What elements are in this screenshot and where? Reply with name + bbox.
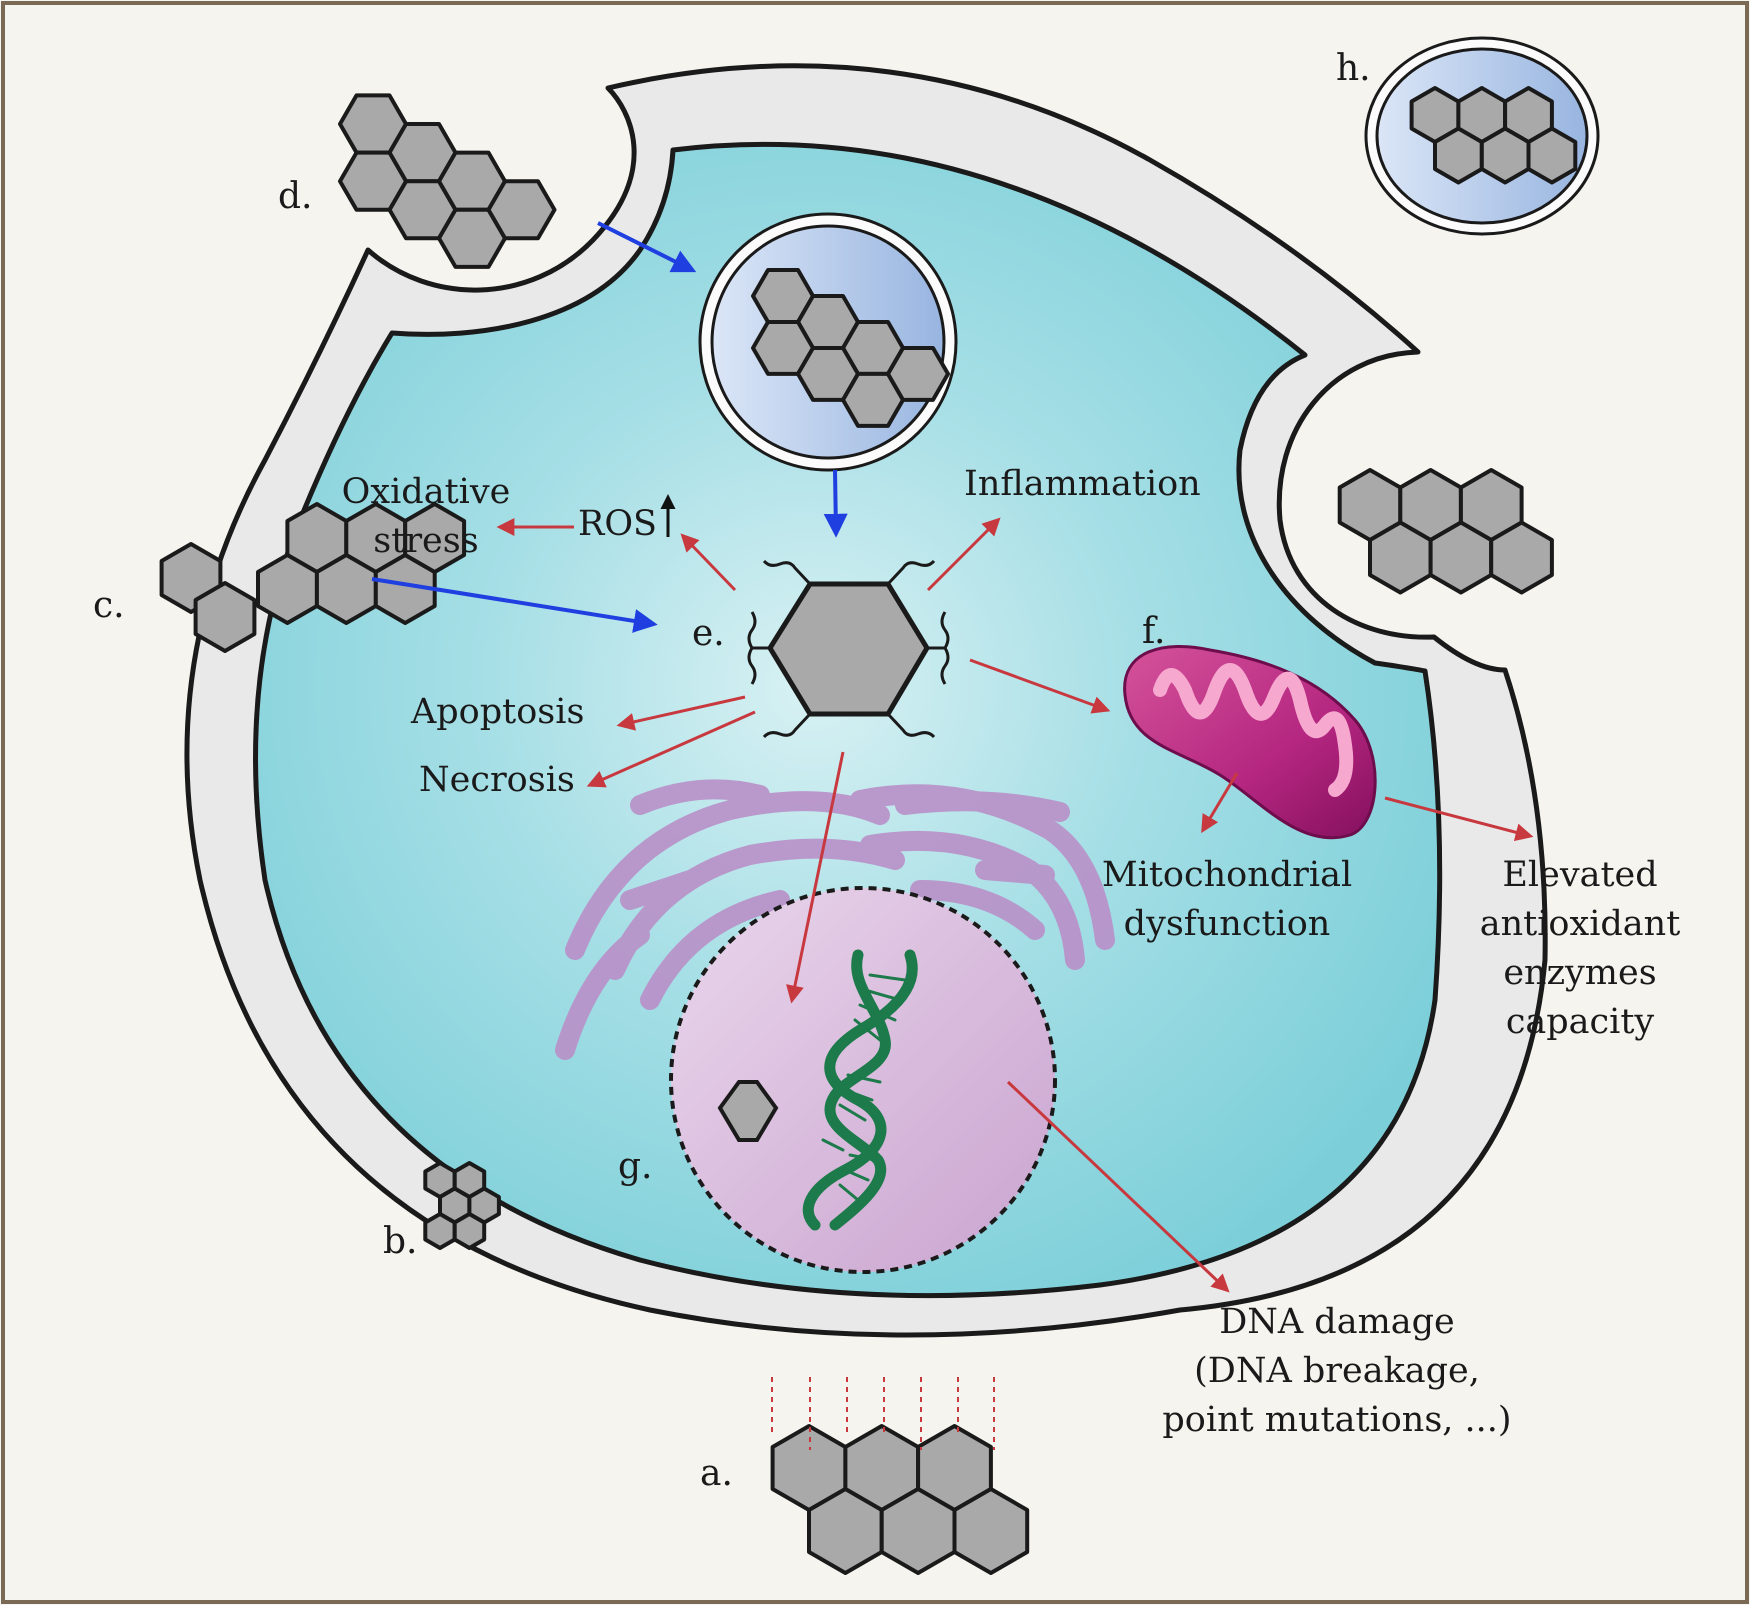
nucleus-arrow bbox=[786, 751, 845, 1004]
nanoparticle-cluster-h bbox=[1526, 126, 1578, 185]
nanoparticle-cluster-exit bbox=[1428, 520, 1494, 595]
oxidative-stress-text-2: stress bbox=[373, 521, 478, 561]
golgi-apparatus bbox=[555, 779, 1115, 1060]
vesicle-release-arrow bbox=[823, 469, 848, 538]
labels: a. b. c. d. e. f. g. h. Oxidative stress… bbox=[93, 48, 1680, 1494]
inflammation-text: Inflammation bbox=[964, 464, 1201, 504]
label-g: g. bbox=[618, 1146, 653, 1187]
dna-damage-arrow bbox=[1006, 1080, 1230, 1293]
nanoparticle-cluster-c bbox=[256, 553, 319, 625]
label-a: a. bbox=[700, 1453, 733, 1494]
nanoparticle-cluster-d bbox=[486, 179, 557, 241]
dna-damage-text-1: DNA damage bbox=[1219, 1302, 1455, 1342]
label-e: e. bbox=[692, 613, 725, 654]
nanoparticle-cluster-b bbox=[423, 1212, 457, 1250]
label-b: b. bbox=[383, 1221, 418, 1262]
nanoparticle-cluster-d bbox=[338, 150, 408, 212]
antioxidant-text-2: antioxidant bbox=[1480, 904, 1681, 944]
apoptosis-text: Apoptosis bbox=[410, 692, 584, 732]
nanoparticle-cluster-a bbox=[952, 1487, 1030, 1575]
antioxidant-arrow bbox=[1384, 796, 1534, 842]
adhesion-lines bbox=[771, 1377, 995, 1450]
nanoparticle-cluster-c bbox=[193, 581, 257, 653]
label-d: d. bbox=[278, 176, 313, 217]
inflammation-arrow bbox=[926, 517, 1001, 592]
apoptosis-arrow bbox=[616, 695, 746, 731]
oxidative-stress-text-1: Oxidative bbox=[342, 472, 511, 512]
nanoparticle-cluster-b bbox=[452, 1212, 487, 1250]
mito-dysfunction-arrow bbox=[1201, 772, 1239, 834]
mito-dysfunction-text-2: dysfunction bbox=[1124, 904, 1331, 944]
uptake-arrows bbox=[371, 221, 848, 633]
antioxidant-text-1: Elevated bbox=[1502, 855, 1657, 895]
dna-helix-icon bbox=[802, 949, 918, 1231]
mitochondrion-icon bbox=[1123, 644, 1377, 840]
label-h: h. bbox=[1336, 48, 1371, 89]
dna-damage-text-3: point mutations, ...) bbox=[1162, 1400, 1511, 1440]
functionalized-nanoparticle-icon bbox=[747, 559, 950, 739]
necrosis-text: Necrosis bbox=[419, 760, 575, 800]
label-f: f. bbox=[1142, 611, 1165, 652]
ros-arrow bbox=[680, 533, 737, 592]
ros-text: ROS bbox=[578, 504, 657, 544]
nanoparticle-cluster-exit bbox=[1368, 520, 1433, 595]
nanoparticle-cluster-a bbox=[879, 1487, 957, 1575]
membrane-penetration-arrow bbox=[371, 577, 658, 633]
nanoparticle-cluster-c bbox=[314, 553, 378, 625]
label-c: c. bbox=[93, 585, 125, 626]
dna-damage-text-2: (DNA breakage, bbox=[1194, 1351, 1480, 1391]
nanoparticle-cluster-vesicle bbox=[886, 346, 950, 402]
nanoparticle-cluster-a bbox=[807, 1487, 884, 1575]
nanoparticle-clusters bbox=[159, 86, 1578, 1575]
antioxidant-text-4: capacity bbox=[1506, 1002, 1655, 1042]
nanoparticle-cluster-h bbox=[1433, 126, 1484, 185]
nucleus-nanoparticle-icon bbox=[717, 1080, 779, 1142]
mitochondria-arrow bbox=[969, 658, 1111, 714]
endocytosis-arrow bbox=[597, 221, 697, 273]
nanoparticle-cluster-h bbox=[1479, 126, 1531, 185]
nucleus bbox=[669, 886, 1057, 1274]
necrosis-arrow bbox=[586, 710, 756, 788]
nanoparticle-cluster-exit bbox=[1489, 520, 1554, 595]
antioxidant-text-3: enzymes bbox=[1503, 953, 1656, 993]
mito-dysfunction-text-1: Mitochondrial bbox=[1102, 855, 1352, 895]
nanoparticle-cluster-c bbox=[403, 502, 467, 574]
effect-arrows bbox=[496, 517, 1534, 1293]
cytoplasm bbox=[253, 141, 1443, 1299]
